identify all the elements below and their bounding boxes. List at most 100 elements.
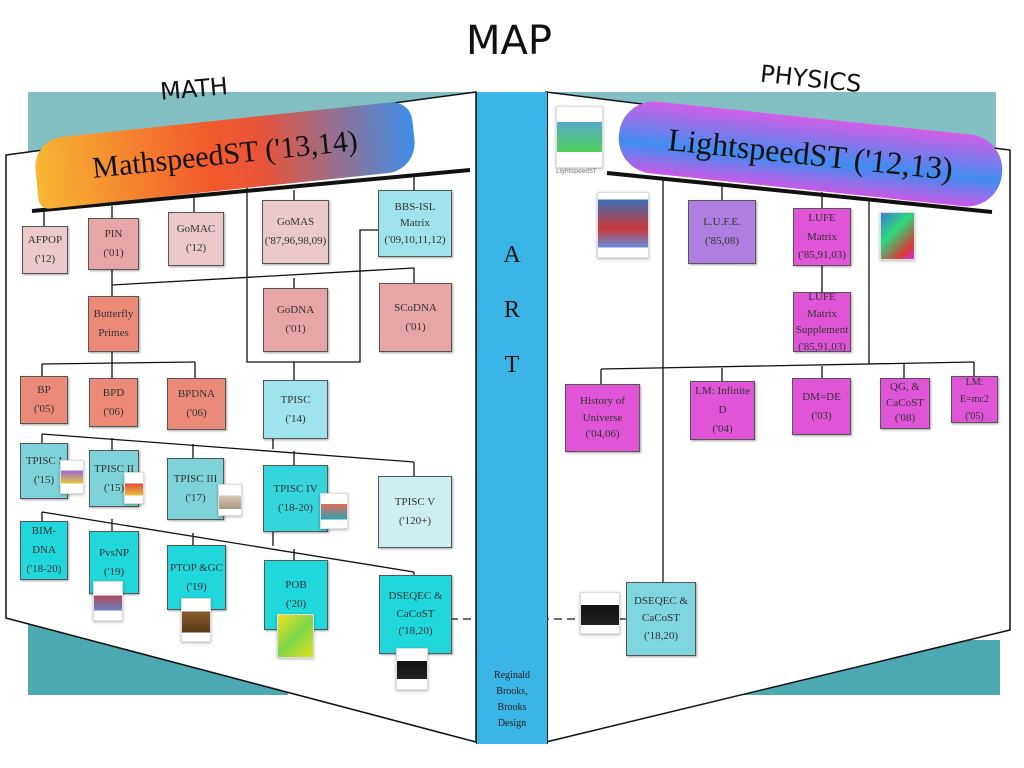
book-thumbnail[interactable] (218, 484, 242, 516)
node-label: PTOP &GC (170, 561, 223, 574)
node-bp[interactable]: BP ('05) (20, 376, 68, 424)
node-label: BBS-ISL (394, 200, 436, 213)
art-spine: A R T Reginald Brooks, Brooks Design (476, 92, 548, 744)
node-year: ('18,20) (398, 625, 433, 638)
node-label: L.U.F.E. (703, 216, 741, 229)
physics-connectors (600, 171, 993, 582)
node-dm-de[interactable]: DM=DE ('03) (792, 378, 851, 435)
node-label: BPD (102, 386, 125, 399)
node-label: QG, & (890, 381, 920, 394)
spine-letter: A (503, 242, 521, 268)
node-year: ('18-20) (26, 562, 62, 575)
node-history-of-universe[interactable]: History of Universe ('04,06) (565, 384, 640, 452)
book-thumbnail[interactable] (181, 598, 211, 642)
node-year: ('05) (33, 403, 55, 415)
node-label: TPISC III (173, 473, 218, 486)
node-label: Primes (98, 327, 129, 339)
node-afpop[interactable]: AFPOP ('12) (22, 226, 68, 274)
node-bpdna[interactable]: BPDNA ('06) (167, 378, 226, 430)
node-godna[interactable]: GoDNA('01) (263, 288, 328, 352)
book-thumbnail[interactable] (320, 493, 348, 529)
node-label: LM: E=mc2 (960, 377, 989, 405)
node-label: BP (37, 384, 51, 397)
node-lm-infinite-d[interactable]: LM: Infinite D ('04) (690, 381, 755, 440)
math-section-label: MATH (158, 72, 230, 106)
node-label: BPDNA (177, 388, 216, 401)
node-label: Matrix (400, 217, 430, 230)
node-year: ('12) (34, 253, 56, 265)
node-bim-dna[interactable]: BIM-DNA('18-20) (20, 521, 68, 580)
node-lufe-matrix[interactable]: LUFE Matrix('85,91,03) (793, 208, 851, 266)
node-label: PvsNP (99, 546, 129, 559)
node-gomac[interactable]: GoMAC('12) (168, 212, 224, 266)
node-label: CaCoST (886, 396, 924, 409)
node-label: DSEQEC & (633, 594, 689, 607)
node-year: ('120+) (398, 515, 431, 527)
node-label: POB (285, 579, 307, 592)
node-year: ('87,96,98,09) (264, 235, 327, 247)
credit: Reginald Brooks, Brooks Design (477, 668, 547, 732)
node-year: ('01) (285, 323, 306, 335)
node-year: ('19) (186, 580, 207, 593)
node-dseqec-cacost-physics[interactable]: DSEQEC &CaCoST('18,20) (626, 582, 696, 656)
node-label: History of (580, 395, 625, 408)
node-scodna[interactable]: SCoDNA ('01) (379, 283, 452, 352)
node-label: CaCoST (396, 607, 435, 620)
node-year: ('85,08) (704, 235, 740, 247)
node-year: ('04) (712, 422, 733, 435)
thumbnail-caption: LightspeedST (556, 168, 597, 175)
node-year: ('20) (285, 598, 307, 610)
node-tpisc-v[interactable]: TPISC V('120+) (378, 476, 452, 548)
book-thumbnail[interactable] (396, 648, 428, 690)
node-label: TPISC IV (273, 482, 318, 495)
lufe-matrix-thumbnail[interactable] (880, 212, 915, 260)
node-label: TPISC (280, 393, 311, 406)
node-tpisc-iii[interactable]: TPISC III ('17) (167, 458, 224, 520)
node-label: SCoDNA (394, 301, 437, 314)
spine-letter: R (503, 297, 520, 323)
book-thumbnail[interactable] (124, 472, 144, 504)
node-label: TPISC II (93, 462, 135, 475)
node-year: ('03) (811, 409, 832, 422)
node-year: ('15) (33, 474, 55, 486)
node-year: ('04,06) (585, 428, 620, 441)
node-label: DSEQEC & (388, 590, 443, 603)
node-year: ('15) (103, 481, 125, 494)
lightspeedst-thumbnail[interactable] (556, 106, 603, 168)
node-year: ('19) (103, 565, 125, 578)
book-thumbnail[interactable] (580, 592, 620, 634)
node-dseqec-cacost-math[interactable]: DSEQEC & CaCoST ('18,20) (379, 575, 452, 654)
credit-line: Design (497, 718, 527, 729)
node-pin[interactable]: PIN('01) (88, 218, 139, 270)
node-year: ('08) (894, 412, 916, 425)
node-label: Universe (582, 411, 623, 424)
node-year: ('85,91,03) (798, 249, 846, 262)
node-tpisc-iv[interactable]: TPISC IV('18-20) (263, 465, 328, 532)
node-label: LM: Infinite D (695, 385, 750, 417)
node-lm-e-mc2[interactable]: LM: E=mc2('05) (951, 376, 998, 423)
lufe-book-thumbnail[interactable] (597, 192, 649, 258)
book-thumbnail[interactable] (277, 614, 314, 658)
book-thumbnail[interactable] (93, 581, 123, 621)
book-thumbnail[interactable] (60, 460, 84, 494)
node-year: ('12) (185, 242, 207, 254)
node-label: DM=DE (802, 390, 841, 403)
node-bpd[interactable]: BPD('06) (89, 378, 138, 427)
node-year: ('01) (405, 320, 426, 333)
node-label: AFPOP (27, 234, 63, 247)
node-lufe[interactable]: L.U.F.E. ('85,08) (688, 200, 756, 264)
node-year: ('06) (186, 407, 207, 419)
node-label: PIN (104, 228, 123, 241)
node-tpisc[interactable]: TPISC('14) (263, 380, 328, 439)
node-gomas[interactable]: GoMAS('87,96,98,09) (262, 200, 329, 264)
credit-line: Brooks (497, 702, 527, 713)
node-qg-cacost[interactable]: QG, & CaCoST ('08) (880, 378, 930, 429)
node-year: ('17) (185, 492, 206, 504)
map-title: MAP (466, 18, 552, 64)
node-year: ('18,20) (643, 629, 679, 642)
spine-letter: T (504, 352, 520, 378)
credit-line: Reginald (493, 670, 531, 681)
